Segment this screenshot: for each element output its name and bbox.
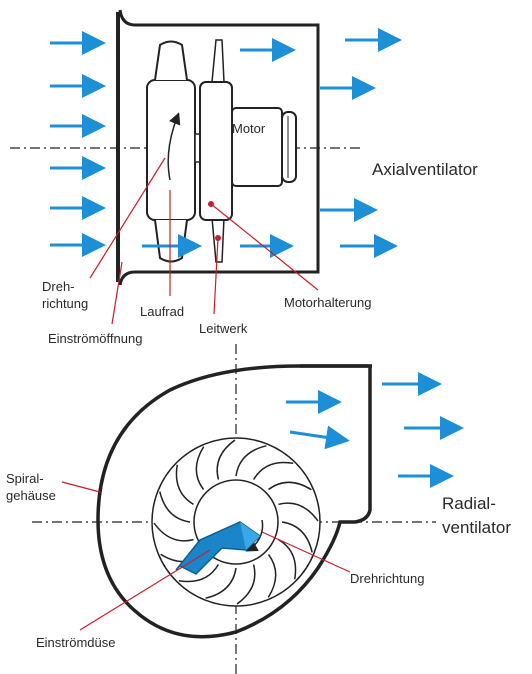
axial-leader-lines: [89, 157, 319, 325]
radial-blade: [252, 461, 294, 480]
label-einstroemduese: Einströmdüse: [36, 635, 115, 650]
radial-blade: [195, 446, 205, 490]
label-leitwerk: Leitwerk: [199, 321, 248, 336]
axial-fan: Motor Axialventilator Dreh- richtung Lau…: [10, 9, 478, 346]
radial-blade: [235, 445, 267, 477]
radial-leader-lines: [61, 481, 351, 631]
motor-cap: [281, 111, 297, 183]
axial-rotation-arrow: [167, 112, 181, 181]
laufrad-blade-top: [154, 40, 188, 81]
label-motor: Motor: [232, 121, 266, 136]
radial-title-1: Radial-: [442, 494, 496, 513]
label-spiral-2: gehäuse: [6, 488, 56, 503]
radial-blade: [278, 538, 297, 580]
radial-rotation-arrow: [245, 519, 264, 552]
radial-blade: [153, 522, 194, 542]
label-drehrichtung-radial: Drehrichtung: [350, 571, 424, 586]
axial-flow-arrows: [50, 28, 402, 258]
radial-flow-arrows: [286, 372, 464, 488]
motorhalterung-body: [199, 81, 233, 221]
laufrad-blade-bottom: [154, 219, 188, 263]
label-laufrad: Laufrad: [140, 304, 184, 319]
radial-title-2: ventilator: [442, 518, 511, 537]
label-motorhalterung: Motorhalterung: [284, 295, 371, 310]
radial-blade: [178, 564, 220, 583]
axial-title: Axialventilator: [372, 160, 478, 179]
radial-blade: [175, 464, 194, 506]
label-drehrichtung-2: richtung: [42, 296, 88, 311]
radial-blade: [205, 567, 237, 599]
label-spiral-1: Spiral-: [6, 471, 44, 486]
radial-fan: Radial- ventilator Spiral- gehäuse Drehr…: [6, 344, 511, 674]
radial-blade: [159, 491, 191, 523]
motor-body: [231, 107, 283, 187]
radial-blade: [236, 564, 256, 605]
label-drehrichtung-1: Dreh-: [42, 279, 75, 294]
radial-blade: [268, 481, 312, 491]
leitwerk-top: [211, 39, 225, 83]
radial-blade: [278, 502, 319, 522]
radial-blade: [281, 521, 313, 553]
radial-blade: [267, 554, 277, 598]
spiral-housing: [96, 364, 372, 639]
laufrad-body: [146, 79, 196, 221]
label-einstroemoeffnung: Einströmöffnung: [48, 331, 142, 346]
radial-blade: [216, 439, 236, 480]
